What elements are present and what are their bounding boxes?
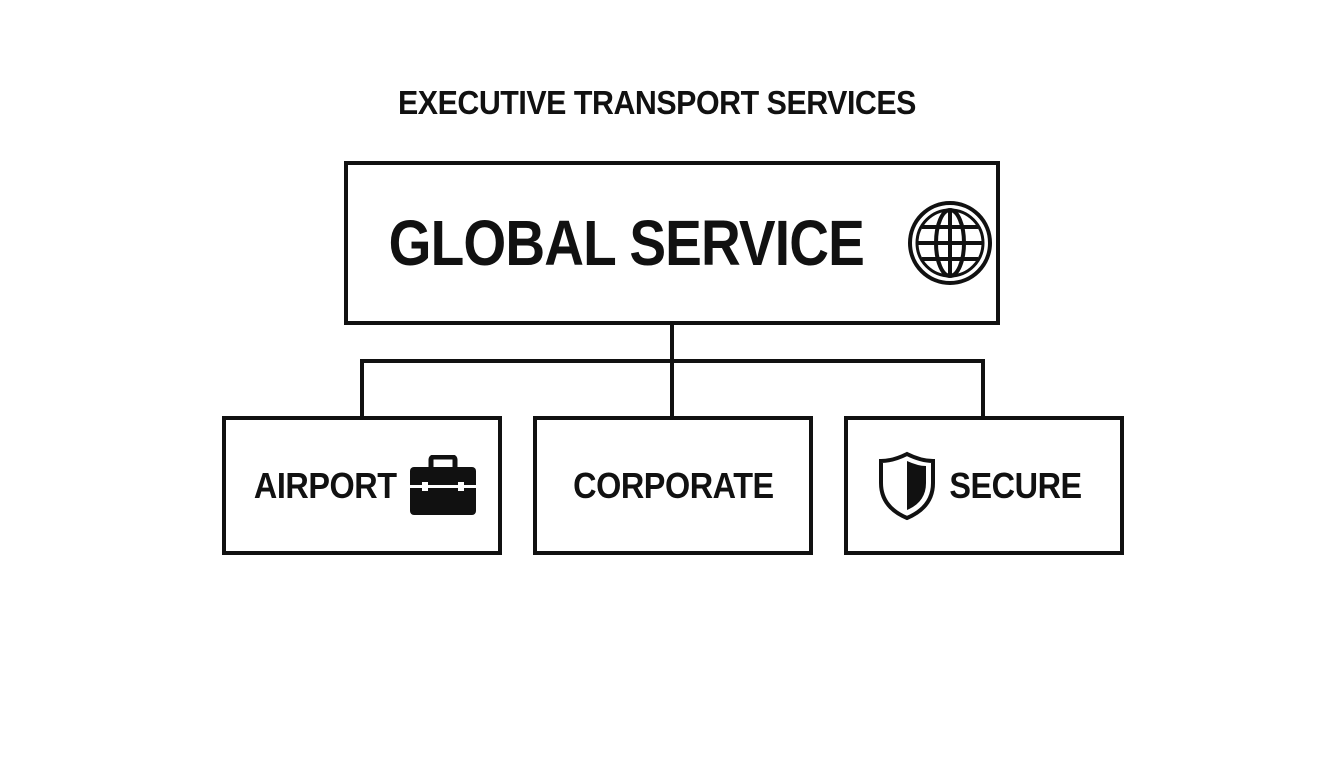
child-node-airport: AIRPORT — [222, 416, 502, 555]
child-node-label-airport: AIRPORT — [253, 464, 397, 506]
root-node-global-service: GLOBAL SERVICE — [344, 161, 1000, 325]
connector-root-stem — [670, 323, 674, 363]
child-node-corporate: CORPORATE — [533, 416, 813, 555]
child-node-label-secure: SECURE — [949, 464, 1083, 506]
connector-airport-drop — [360, 359, 364, 418]
connector-secure-drop — [981, 359, 985, 418]
connector-corporate-drop — [670, 359, 674, 418]
child-node-secure: SECURE — [844, 416, 1124, 555]
briefcase-icon — [408, 454, 478, 517]
shield-icon — [878, 451, 936, 521]
globe-icon — [906, 199, 994, 287]
root-node-label: GLOBAL SERVICE — [388, 207, 864, 279]
child-node-label-corporate: CORPORATE — [572, 464, 774, 506]
diagram-title: EXECUTIVE TRANSPORT SERVICES — [398, 84, 916, 121]
